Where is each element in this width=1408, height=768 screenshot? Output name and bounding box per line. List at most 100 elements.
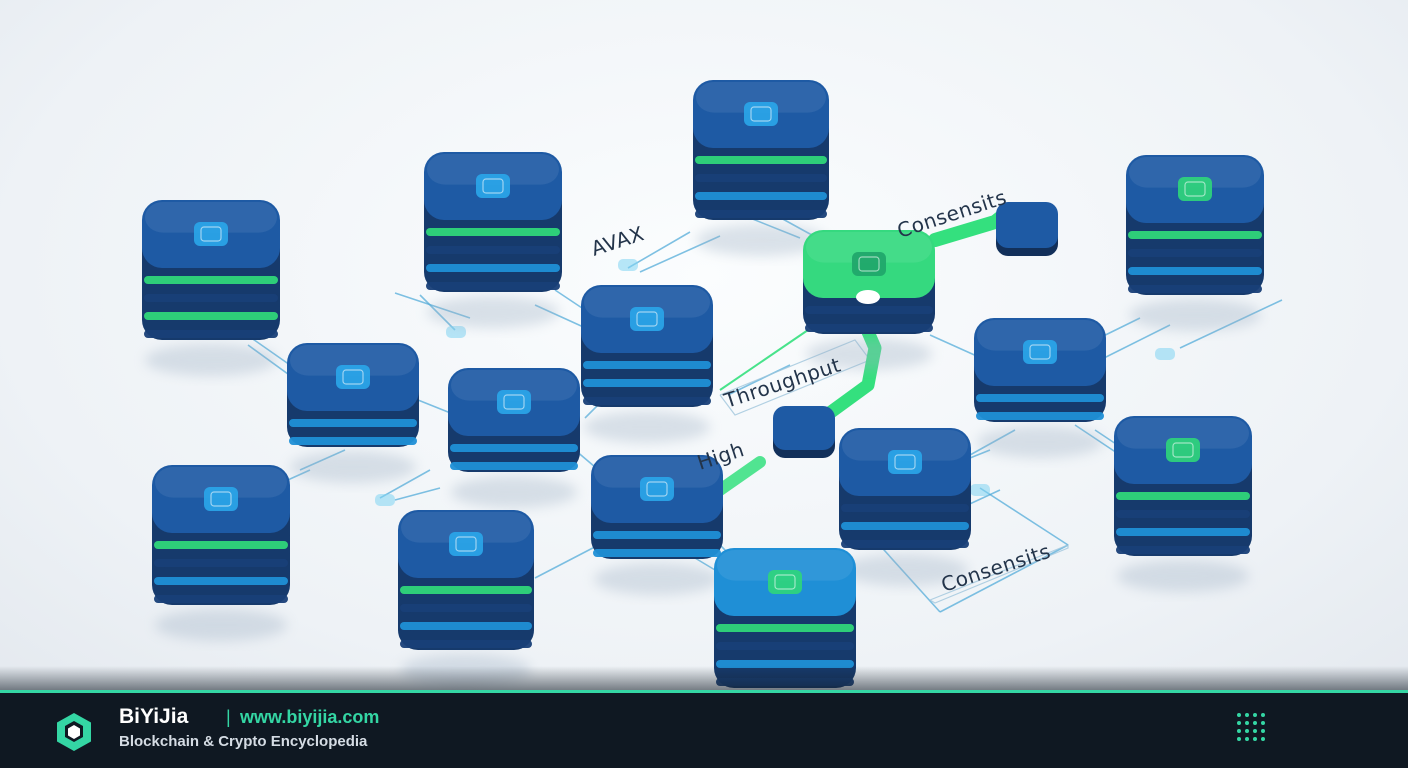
node-far-right bbox=[1114, 416, 1252, 592]
stack-layer-shine bbox=[842, 430, 968, 461]
node-shadow bbox=[400, 654, 532, 686]
glow-dot bbox=[970, 484, 990, 496]
chip-icon bbox=[852, 252, 886, 276]
connector-line bbox=[727, 364, 791, 396]
stack-layer-edge bbox=[716, 678, 854, 686]
stack-layer-edge bbox=[400, 586, 532, 594]
connector-line bbox=[394, 487, 441, 501]
chip-icon-inner bbox=[210, 491, 232, 507]
chip-icon-inner bbox=[894, 454, 916, 470]
stack-layer-edge bbox=[1128, 285, 1262, 293]
glow-dot bbox=[446, 326, 466, 338]
chip-icon bbox=[640, 477, 674, 501]
brand-url-link[interactable]: www.biyijia.com bbox=[240, 707, 380, 727]
stack-layer-edge bbox=[426, 264, 560, 272]
node-shadow bbox=[805, 338, 933, 370]
node-left-mid bbox=[287, 343, 419, 483]
stack-layer-edge bbox=[593, 549, 721, 557]
chip-icon-inner bbox=[1184, 181, 1206, 197]
chip-icon-inner bbox=[503, 394, 525, 410]
stack-layer-edge bbox=[1128, 249, 1262, 257]
stack-layer-edge bbox=[144, 330, 278, 338]
stack-layer-edge bbox=[154, 541, 288, 549]
connector-line bbox=[1099, 324, 1171, 361]
stack-layer-edge bbox=[426, 246, 560, 254]
stack-layer-shine bbox=[401, 512, 531, 543]
glow-dot bbox=[375, 494, 395, 506]
glow-dot bbox=[1155, 348, 1175, 360]
network-diagram-canvas: AVAX Consensits Throughput High Consensi… bbox=[142, 80, 1283, 688]
green-link-low bbox=[714, 456, 766, 496]
stack-layer-edge bbox=[583, 397, 711, 405]
node-right-mid bbox=[974, 318, 1106, 458]
chip-icon-inner bbox=[342, 369, 364, 385]
chip-icon bbox=[744, 102, 778, 126]
stack-layer-edge bbox=[289, 437, 417, 445]
stack-layer-edge bbox=[1116, 510, 1250, 518]
node-top-center bbox=[693, 80, 829, 256]
node-right-low bbox=[839, 428, 971, 586]
node-consensus-green bbox=[803, 230, 935, 370]
stack-layer-edge bbox=[716, 642, 854, 650]
node-shadow bbox=[1116, 560, 1250, 592]
stack-layer-edge bbox=[841, 504, 969, 512]
stack-layer-shine bbox=[155, 467, 287, 498]
connector-line bbox=[939, 544, 1069, 613]
stack-layer-shine bbox=[584, 287, 710, 318]
stack-layer-edge bbox=[154, 559, 288, 567]
stack-layer-shine bbox=[290, 345, 416, 376]
label-throughput: Throughput bbox=[720, 352, 844, 413]
stack-layer-edge bbox=[1116, 546, 1250, 554]
stack-layer-edge bbox=[1128, 231, 1262, 239]
node-far-left bbox=[142, 200, 280, 376]
node-lower-left bbox=[152, 465, 290, 641]
stack-layer-shine bbox=[806, 232, 932, 263]
node-center bbox=[581, 285, 713, 443]
chip-icon bbox=[497, 390, 531, 414]
node-shadow bbox=[426, 296, 560, 328]
stack-layer-edge bbox=[400, 640, 532, 648]
label-avax: AVAX bbox=[588, 221, 647, 261]
node-shadow bbox=[450, 476, 578, 508]
stack-layer-edge bbox=[695, 210, 827, 218]
chip-icon-inner bbox=[636, 311, 658, 327]
junction-dot bbox=[856, 290, 880, 304]
stack-layer-edge bbox=[154, 577, 288, 585]
brand-separator: | bbox=[226, 707, 231, 727]
chip-icon bbox=[476, 174, 510, 198]
node-shadow bbox=[144, 344, 278, 376]
stack-layer-edge bbox=[583, 361, 711, 369]
stack-layer-edge bbox=[805, 306, 933, 314]
chip-icon-inner bbox=[750, 106, 772, 122]
stack-layer-edge bbox=[400, 604, 532, 612]
stack-layer-edge bbox=[976, 412, 1104, 420]
brand-name: BiYiJia bbox=[119, 705, 189, 728]
stack-layer-edge bbox=[144, 294, 278, 302]
stack-layer-shine bbox=[427, 154, 559, 185]
brand-footer: BiYiJia | www.biyijia.com Blockchain & C… bbox=[0, 690, 1408, 768]
stack-layer-edge bbox=[583, 379, 711, 387]
stack-layer-edge bbox=[716, 660, 854, 668]
green-link-thin bbox=[719, 329, 809, 391]
chip-icon bbox=[768, 570, 802, 594]
stack-layer-edge bbox=[400, 622, 532, 630]
node-small-center bbox=[773, 406, 835, 458]
chip-icon-inner bbox=[646, 481, 668, 497]
chip-icon bbox=[1023, 340, 1057, 364]
stack-layer-edge bbox=[695, 174, 827, 182]
dots-grid-icon[interactable] bbox=[1236, 712, 1266, 742]
chip-icon-inner bbox=[455, 536, 477, 552]
node-bottom-center bbox=[714, 548, 856, 688]
stack-layer-edge bbox=[1116, 492, 1250, 500]
chip-icon bbox=[1166, 438, 1200, 462]
stack-layer-edge bbox=[1128, 267, 1262, 275]
stack-layer-edge bbox=[426, 228, 560, 236]
connector-line bbox=[627, 231, 691, 269]
node-shadow bbox=[583, 411, 711, 443]
node-small-top-right bbox=[996, 202, 1058, 256]
network-diagram: AVAX Consensits Throughput High Consensi… bbox=[0, 0, 1408, 690]
glow-dot bbox=[618, 259, 638, 271]
connector-line bbox=[979, 487, 1069, 546]
stack-layer-shine bbox=[1117, 418, 1249, 449]
stack-layer-shine bbox=[451, 370, 577, 401]
